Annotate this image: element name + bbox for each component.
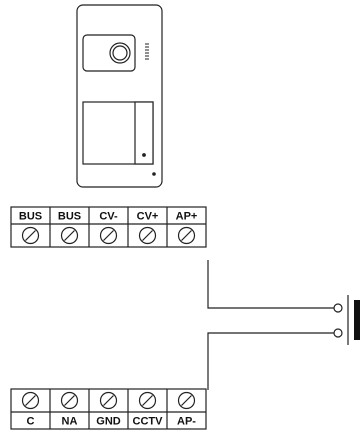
wire-ap-plus [207,260,334,309]
bottom-terminal-label-3: CCTV [133,416,164,428]
screw-slot-icon [25,395,36,406]
button-led-icon [142,153,146,157]
speaker-grille-icon [145,43,149,60]
wires [207,260,334,390]
top-terminal-block: BUS BUS CV- CV+ AP+ [10,206,207,248]
bottom-terminal-label-4: AP- [177,416,196,428]
switch-plunger-icon [354,300,360,340]
wire-ap-minus [207,332,334,390]
top-terminal-label-2: CV- [99,211,118,223]
door-panel [76,4,163,188]
exit-button-switch [333,295,360,345]
panel-screw-icon [152,172,156,176]
bottom-terminal-label-1: NA [62,416,78,428]
screw-slot-icon [103,230,114,241]
screw-slot-icon [181,395,192,406]
screw-slot-icon [25,230,36,241]
screw-slot-icon [64,395,75,406]
top-terminal-label-3: CV+ [137,211,159,223]
top-terminal-label-1: BUS [58,211,81,223]
screw-slot-icon [64,230,75,241]
top-terminal-label-4: AP+ [176,211,198,223]
screw-slot-icon [181,230,192,241]
screw-slot-icon [142,395,153,406]
switch-contact-top [333,303,343,313]
top-terminal-label-0: BUS [19,211,42,223]
screw-slot-icon [103,395,114,406]
bottom-terminal-block: C NA GND CCTV AP- [10,388,207,430]
switch-contact-bottom [333,328,343,338]
camera-lens-inner-icon [112,45,128,61]
screw-slot-icon [142,230,153,241]
bottom-terminal-label-2: GND [96,416,121,428]
push-button-icon [134,101,154,165]
bottom-terminal-label-0: C [27,416,35,428]
